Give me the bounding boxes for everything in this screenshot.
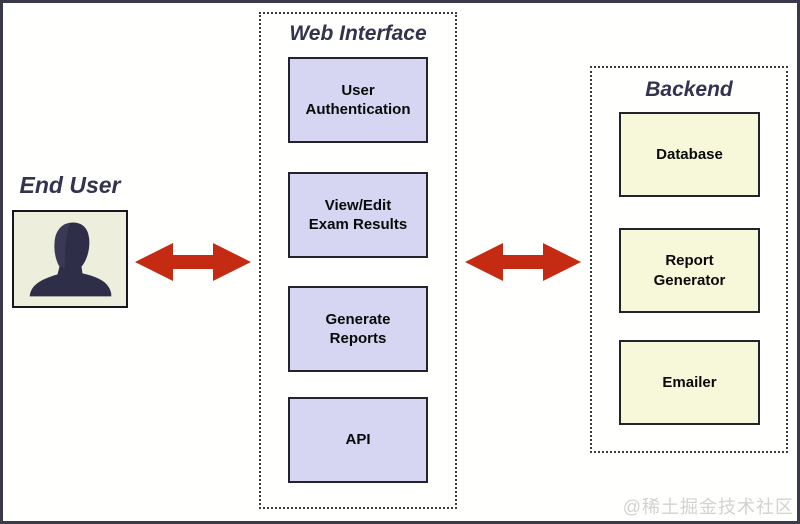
module-api: API [288, 397, 428, 483]
module-emailer: Emailer [619, 340, 760, 425]
module-generate-reports: Generate Reports [288, 286, 428, 372]
person-silhouette-icon [29, 222, 112, 297]
backend-title: Backend [645, 78, 733, 101]
watermark-text: @稀土掘金技术社区 [622, 497, 794, 517]
backend-panel: Backend [590, 66, 788, 453]
bidirectional-arrow-icon [465, 243, 581, 281]
module-database: Database [619, 112, 760, 197]
end-user-title: End User [19, 172, 121, 198]
module-view-edit-exam-results: View/Edit Exam Results [288, 172, 428, 258]
module-report-generator: Report Generator [619, 228, 760, 313]
bidirectional-arrow-icon [135, 243, 251, 281]
web-interface-title: Web Interface [289, 22, 427, 45]
end-user-portrait [12, 210, 128, 308]
web-interface-panel: Web Interface [259, 12, 457, 509]
module-user-authentication: User Authentication [288, 57, 428, 143]
